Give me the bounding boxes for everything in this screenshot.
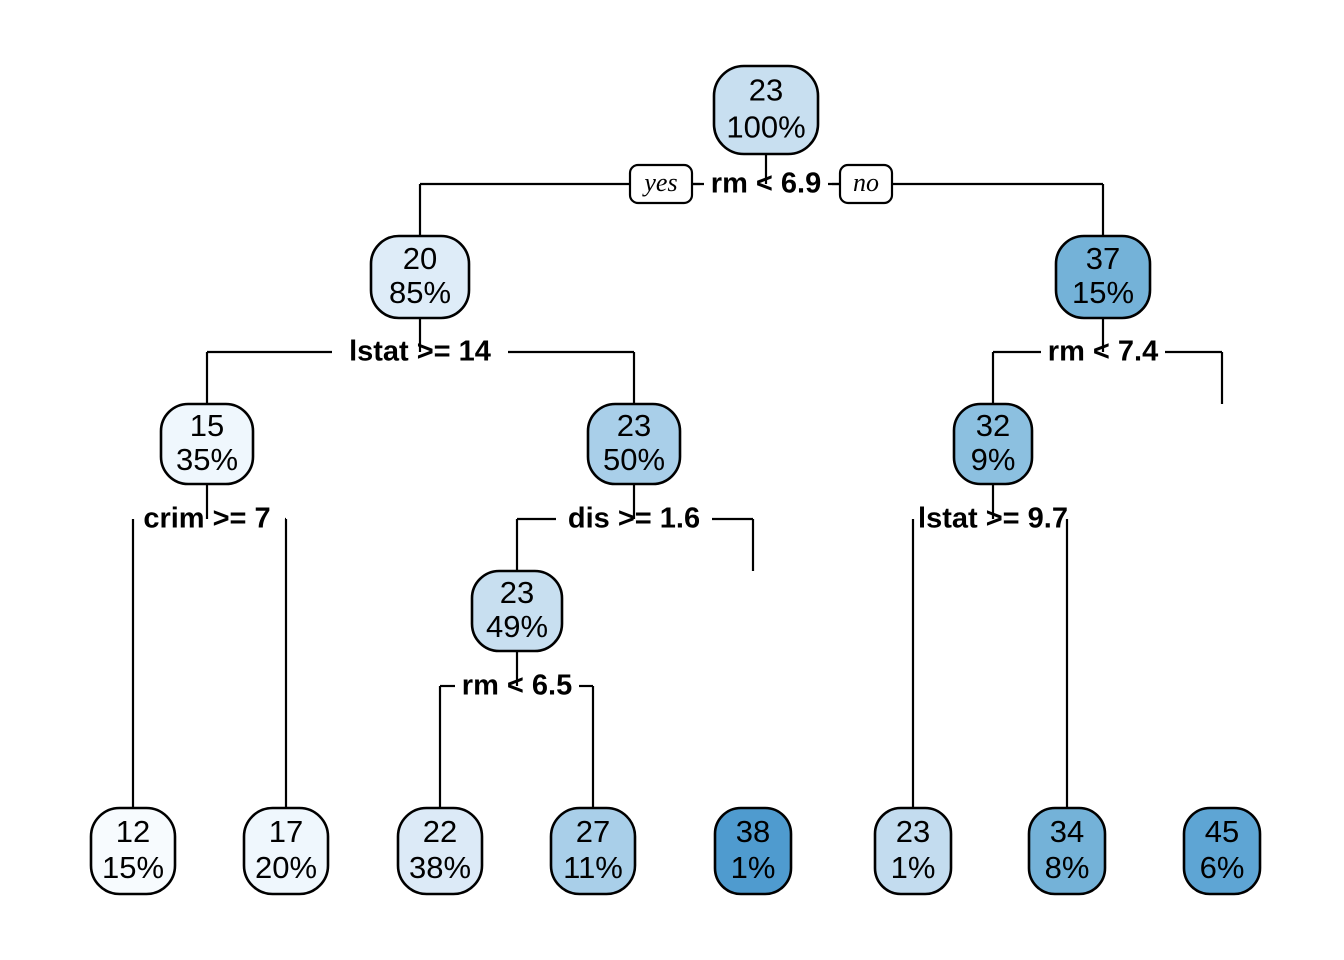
split-condition-text: crim >= 7	[143, 503, 270, 535]
node-percent: 11%	[563, 850, 623, 885]
node-value: 15	[190, 408, 224, 443]
split-condition-text: rm < 7.4	[1048, 336, 1158, 368]
node-value: 22	[423, 814, 457, 849]
yes-badge-box	[628, 163, 694, 205]
node-percent: 85%	[389, 275, 451, 310]
node-percent: 20%	[255, 850, 317, 885]
node-shape	[873, 806, 953, 896]
node-value: 17	[269, 814, 303, 849]
tree-internal-node[interactable]: 329%	[952, 402, 1034, 486]
no-badge-box	[838, 163, 894, 205]
edges-layer	[131, 154, 1224, 808]
node-shape	[89, 806, 177, 896]
tree-leaf-node[interactable]: 348%	[1027, 806, 1107, 896]
node-value: 27	[576, 814, 610, 849]
node-shape	[549, 806, 637, 896]
node-value: 38	[736, 814, 770, 849]
node-percent: 49%	[486, 609, 548, 644]
node-percent: 1%	[891, 850, 936, 885]
node-shape	[1027, 806, 1107, 896]
node-percent: 6%	[1200, 850, 1245, 885]
node-shape	[952, 402, 1034, 486]
split-condition-text: lstat >= 9.7	[918, 503, 1068, 535]
edge-group-s5	[515, 484, 755, 571]
node-value: 23	[500, 575, 534, 610]
node-shape	[1182, 806, 1262, 896]
split-label-s6[interactable]: lstat >= 9.7	[918, 503, 1068, 535]
split-label-s4[interactable]: crim >= 7	[143, 503, 270, 535]
edge-group-s2	[205, 318, 636, 404]
node-shape	[1054, 234, 1152, 320]
tree-leaf-node[interactable]: 456%	[1182, 806, 1262, 896]
split-label-s5[interactable]: dis >= 1.6	[568, 503, 700, 535]
split-label-s1[interactable]: yes no rm < 6.9	[628, 163, 894, 205]
node-shape	[396, 806, 484, 896]
split-label-s3[interactable]: rm < 7.4	[1048, 336, 1158, 368]
split-label-s2[interactable]: lstat >= 14	[349, 336, 491, 368]
split-condition-text: rm < 6.9	[711, 168, 821, 200]
node-shape	[586, 402, 682, 486]
node-value: 12	[116, 814, 150, 849]
node-percent: 15%	[102, 850, 164, 885]
edge-group-s6	[911, 484, 1069, 808]
node-percent: 15%	[1072, 275, 1134, 310]
split-condition-text: lstat >= 14	[349, 336, 491, 368]
edge-group-s4	[131, 484, 288, 808]
node-shape	[242, 806, 330, 896]
split-condition-text: rm < 6.5	[462, 670, 572, 702]
split-labels-layer: yes no rm < 6.9 lstat >= 14 rm < 7.4 crim >= …	[143, 163, 1158, 702]
split-condition-text: dis >= 1.6	[568, 503, 700, 535]
node-shape	[369, 234, 471, 320]
node-shape	[159, 402, 255, 486]
node-percent: 100%	[726, 110, 805, 145]
node-percent: 8%	[1045, 850, 1090, 885]
node-shape	[712, 64, 820, 156]
split-label-s7[interactable]: rm < 6.5	[462, 670, 572, 702]
node-value: 32	[976, 408, 1010, 443]
no-badge-label: no	[853, 168, 879, 197]
node-value: 20	[403, 241, 437, 276]
node-value: 34	[1050, 814, 1084, 849]
node-percent: 35%	[176, 442, 238, 477]
nodes-layer: 23100%2085%3715%1535%2350%329%2349%1215%…	[89, 64, 1262, 896]
yes-badge-label: yes	[641, 168, 677, 197]
node-value: 23	[749, 73, 783, 108]
node-shape	[713, 806, 793, 896]
node-value: 37	[1086, 241, 1120, 276]
node-value: 45	[1205, 814, 1239, 849]
node-percent: 9%	[971, 442, 1016, 477]
node-percent: 50%	[603, 442, 665, 477]
node-value: 23	[896, 814, 930, 849]
node-shape	[470, 569, 564, 653]
node-percent: 1%	[731, 850, 776, 885]
node-percent: 38%	[409, 850, 471, 885]
edge-group-s7	[438, 651, 595, 808]
edge-group-s3	[991, 318, 1224, 404]
tree-leaf-node[interactable]: 231%	[873, 806, 953, 896]
tree-leaf-node[interactable]: 381%	[713, 806, 793, 896]
node-value: 23	[617, 408, 651, 443]
